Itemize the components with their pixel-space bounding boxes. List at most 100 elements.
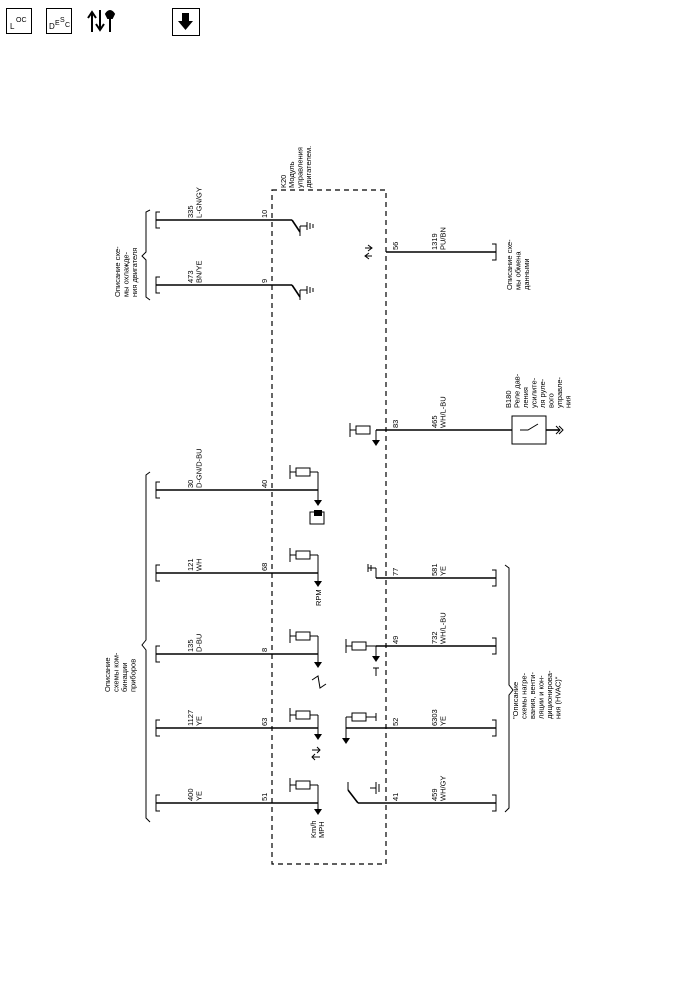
engine-cooling-ref-line-1: мы охлажде- [122,251,131,297]
speed-label-mph: MPH [317,821,326,838]
wire-id-1127: 1127 [186,710,195,726]
description-button-sub2: S [60,17,65,24]
wire-color-121: WH [195,559,204,572]
pin-52: 52 [391,718,400,726]
right-hvac-bracket [504,564,514,813]
location-button-main: L [10,22,15,31]
wire-color-465: WH/L-BU [439,396,448,428]
instrument-cluster-ref-line-0: Описание [103,657,112,692]
module-id: K20 [279,175,288,188]
data-exchange-ref-line-2: данными [522,258,531,290]
b180-label-line-4: ля руле- [538,378,547,408]
b180-label-line-1: Реле дав- [513,373,522,408]
b180-label-line-7: ния [564,396,573,408]
pin-63: 63 [260,718,269,726]
b180-label-line-6: управле- [555,376,564,408]
left-bottom-bracket [141,471,151,823]
wire-id-121: 121 [186,558,195,571]
module-name-line-1: управления [296,147,305,188]
toolbar: L OC D E S C [0,0,700,44]
wire-id-400: 400 [186,788,195,801]
description-button-sub3: C [65,22,71,29]
circuit-1319 [364,243,497,261]
wire-id-473: 473 [186,270,195,283]
download-button[interactable] [172,8,200,36]
circuit-400 [155,778,322,815]
wire-color-1127: YE [195,716,204,726]
wire-id-30: 30 [186,480,195,488]
instrument-cluster-ref-line-2: бинации [120,663,129,692]
wire-id-135: 135 [186,639,195,652]
pin-8: 8 [260,648,269,652]
hvac-ref-line-4: диционирова- [545,670,554,719]
b180-label-line-2: ления [521,387,530,408]
engine-cooling-ref-line-0: Описание схе- [113,246,122,297]
module-name-line-0: Модуль [287,161,296,188]
b180-label-line-3: усилите- [530,377,539,408]
hvac-ref-line-2: вания, венти- [528,672,537,719]
module-boundary [271,189,387,865]
data-exchange-ref-line-0: Описание схе- [505,239,514,290]
wire-color-732: WH/L-BU [439,612,448,644]
pin-51: 51 [260,793,269,801]
circuit-335 [155,211,314,236]
pin-56: 56 [391,242,400,250]
wire-id-459: 459 [430,788,439,801]
instrument-cluster-ref-line-1: схемы ком- [112,652,121,692]
description-button[interactable]: D E S C [46,8,72,34]
pin-83: 83 [391,420,400,428]
pin-9: 9 [260,279,269,283]
circuit-581 [367,564,497,587]
circuit-121 [155,548,322,587]
pin-41: 41 [391,793,400,801]
instrument-cluster-ref-line-3: приборов [129,659,138,692]
location-button[interactable]: L OC [6,8,32,34]
wire-color-581: YE [439,566,448,576]
wire-color-473: BN/YE [195,260,204,283]
circuit-1127 [155,708,322,761]
module-name-line-2: двигателем. [304,146,313,188]
wire-id-732: 732 [430,631,439,644]
pin-49: 49 [391,636,400,644]
wire-color-135: D-BU [195,634,204,652]
location-button-sub: OC [16,17,27,24]
wire-color-335: L-GN/GY [195,187,204,218]
wire-id-335: 335 [186,205,195,218]
wire-color-1319: PU/BN [439,227,448,250]
circuit-465 [349,415,564,446]
pin-77: 77 [391,568,400,576]
pin-10: 10 [260,210,269,218]
data-exchange-ref-line-1: мы обмена [514,251,523,290]
speed-label-kmh: Km/h [309,820,318,838]
hvac-ref-line-3: ляции и кон- [537,675,546,719]
wire-color-6303: YE [439,716,448,726]
wire-color-30: D-GN/D-BU [195,448,204,488]
circuit-135 [155,629,327,689]
circuit-30 [155,465,325,525]
arrow-down-icon [178,13,193,30]
circuit-459 [347,782,497,812]
circuit-473 [155,276,314,300]
left-top-bracket [141,209,151,301]
pin-40: 40 [260,480,269,488]
hvac-ref-line-5: ния (HVAC)" [554,676,563,719]
description-button-sub1: E [55,20,60,27]
wire-color-400: YE [195,791,204,801]
wire-color-459: WH/GY [439,776,448,801]
wire-id-465: 465 [430,415,439,428]
wrench-updown-icon[interactable] [86,6,120,36]
wire-id-581: 581 [430,563,439,576]
hvac-ref-line-1: схемы нагре- [520,672,529,719]
wire-id-1319: 1319 [430,233,439,250]
hvac-ref-line-0: "Описание [511,682,520,719]
circuit-732 [345,637,497,676]
engine-cooling-ref-line-2: ния двигателя [130,248,139,297]
pin-68: 68 [260,563,269,571]
b180-label-line-0: B180 [504,390,513,408]
rpm-label: RPM [314,589,323,606]
description-button-main: D [49,22,55,31]
b180-label-line-5: вого [547,393,556,408]
circuit-6303 [342,712,497,744]
wire-id-6303: 6303 [430,709,439,726]
